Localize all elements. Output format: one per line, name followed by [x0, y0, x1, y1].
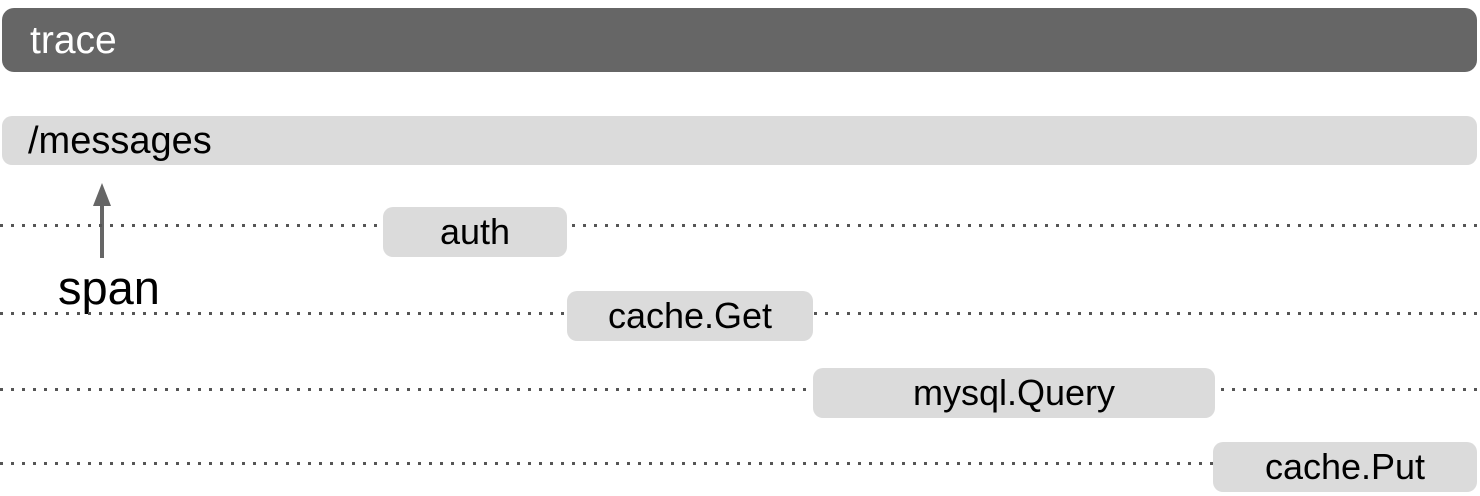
trace-label: trace [30, 18, 117, 62]
span-box-label: mysql.Query [912, 372, 1116, 413]
span-box-mysql-query: mysql.Query [813, 368, 1215, 418]
span-box-label: cache.Put [1264, 446, 1426, 487]
span-box-auth: auth [383, 207, 567, 257]
span-box-cache-get: cache.Get [567, 291, 813, 341]
arrow-up-line [100, 203, 104, 258]
span-box-label: cache.Get [607, 295, 773, 336]
timeline-dotted-line [0, 388, 1480, 391]
timeline-dotted-line [0, 462, 1480, 465]
timeline-dotted-line [0, 224, 1480, 227]
arrow-up-icon [93, 183, 111, 206]
root-span-bar: /messages [2, 116, 1477, 165]
span-box-cache-put: cache.Put [1213, 442, 1477, 492]
root-span-label: /messages [28, 119, 212, 162]
span-box-label: auth [439, 211, 511, 252]
trace-bar: trace [2, 8, 1477, 72]
span-annotation-label: span [58, 261, 160, 314]
